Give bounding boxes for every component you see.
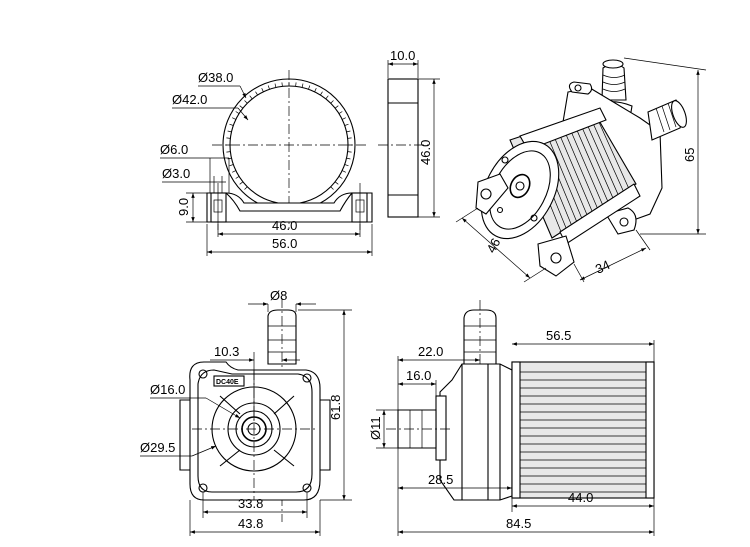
dim-outlet-diameter: Ø8 (270, 288, 287, 303)
brand-mark: DC40E (216, 379, 239, 386)
dim-bracket-thickness: 10.0 (390, 48, 415, 63)
dim-can-length: 44.0 (568, 490, 593, 505)
dim-flange-diameter: Ø29.5 (140, 440, 175, 455)
dim-motor-length: 56.5 (546, 328, 571, 343)
dim-outlet-position: 22.0 (418, 344, 443, 359)
iso-inlet-nozzle (647, 99, 687, 141)
dim-mount-hole-diameter: Ø6.0 (160, 142, 188, 157)
dim-head-length: 28.5 (428, 472, 453, 487)
dim-bracket-inner-diameter: Ø38.0 (198, 70, 233, 85)
dim-outlet-offset: 10.3 (214, 344, 239, 359)
bracket-side-view: 10.0 46.0 (378, 48, 440, 218)
dim-slot-diameter: Ø3.0 (162, 166, 190, 181)
dim-front-width: 43.8 (238, 516, 263, 531)
dim-inlet-diameter-side: Ø11 (368, 416, 383, 440)
dim-front-height: 61.8 (328, 395, 343, 420)
dim-bracket-width: 56.0 (272, 236, 297, 251)
isometric-pump-view: 65 46 34 (455, 57, 707, 283)
dim-bracket-height: 46.0 (418, 140, 433, 165)
pump-side-view: 56.5 22.0 16.0 Ø11 28.5 44.0 84.5 (368, 300, 655, 536)
dim-base-length: 34 (593, 257, 612, 277)
dim-total-length: 84.5 (506, 516, 531, 531)
dim-pump-height: 65 (682, 148, 697, 162)
dim-bracket-outer-diameter: Ø42.0 (172, 92, 207, 107)
bracket-front-view: Ø38.0 Ø42.0 Ø6.0 Ø3.0 9.0 46.0 56.0 (160, 70, 373, 256)
pump-front-view: DC40E Ø8 10.3 Ø16.0 Ø29.5 61.8 33.8 43.8 (140, 288, 352, 536)
dim-hole-spacing: 46.0 (272, 218, 297, 233)
dim-front-hole-spacing: 33.8 (238, 496, 263, 511)
dim-inlet-diameter-front: Ø16.0 (150, 382, 185, 397)
dim-pump-diameter: 46 (483, 236, 503, 256)
dim-foot-height: 9.0 (176, 198, 191, 216)
dim-inlet-length: 16.0 (406, 368, 431, 383)
